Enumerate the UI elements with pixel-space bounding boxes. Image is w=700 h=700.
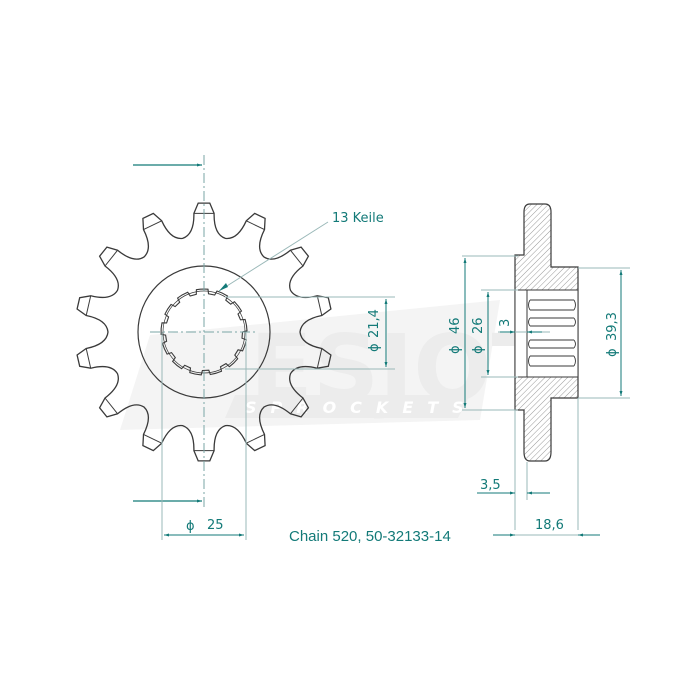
spline-diameter-dimension: ϕ 21,4 (225, 296, 395, 370)
recess-depth-dimension: 3 (498, 319, 550, 334)
spline-bore-outline (160, 288, 248, 376)
hub-diameter-dimension: ϕ 46 (448, 255, 518, 411)
plate-thickness-value: 3,5 (480, 478, 501, 493)
hub-diameter-front-dimension: ϕ 25 (161, 332, 247, 540)
hub-diameter-value: 46 (448, 317, 463, 334)
spline-note: 13 Keile (332, 211, 384, 226)
spline-diameter-symbol: ϕ (367, 343, 382, 352)
recess-depth-value: 3 (498, 319, 513, 327)
bore (514, 289, 579, 378)
spline-note-leader (218, 221, 329, 292)
bore-diameter-value: 26 (471, 317, 486, 334)
hub-diameter-symbol: ϕ (448, 345, 463, 354)
tooth-tip-chords (85, 212, 323, 452)
front-view: 13 Keile ϕ 21,4 ϕ 25 (76, 155, 395, 540)
spline-grooves (528, 299, 576, 367)
overall-width-value: 18,6 (535, 518, 564, 533)
bore-diameter-symbol: ϕ (471, 345, 486, 354)
outer-hub-diameter-dimension: ϕ 39,3 (578, 267, 630, 399)
outer-hub-diameter-value: 39,3 (605, 312, 620, 341)
drawing-caption: Chain 520, 50-32133-14 (289, 528, 451, 545)
bore-diameter-dimension: ϕ 26 (471, 289, 518, 378)
hub-front-diameter-value: 25 (207, 518, 224, 533)
overall-width-dimension: 18,6 (493, 518, 600, 537)
outer-hub-diameter-symbol: ϕ (605, 348, 620, 357)
plate-thickness-dimension: 3,5 (477, 478, 550, 495)
spline-diameter-value: 21,4 (367, 309, 382, 338)
hub-front-diameter-symbol: ϕ (186, 519, 195, 534)
side-section-view: ϕ 46 ϕ 26 3 ϕ 39,3 (448, 203, 630, 537)
